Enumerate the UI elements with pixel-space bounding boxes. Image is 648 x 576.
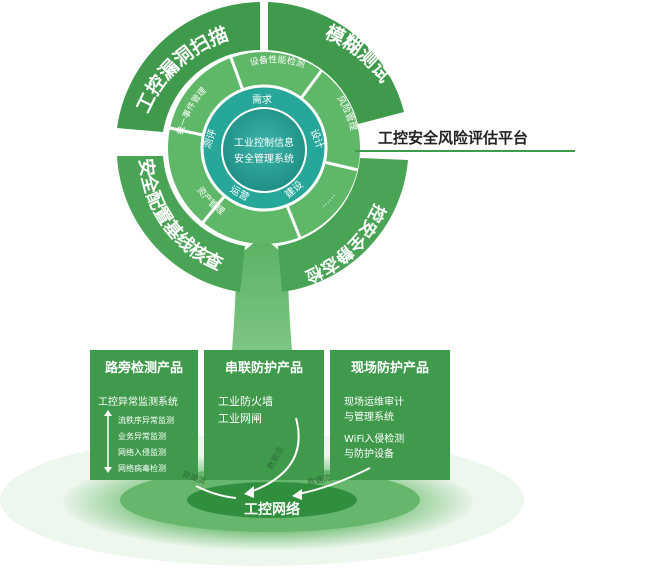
panel-field-item-3: 与防护设备 <box>344 447 394 460</box>
panel-bypass-arrow-down <box>104 467 112 473</box>
center-disc <box>221 107 307 193</box>
center-line-1: 工业控制信息 <box>234 136 294 149</box>
flow-arrowhead-field <box>292 489 302 500</box>
flow-arrowhead-inline <box>244 486 254 498</box>
arc-vuln-scan[interactable] <box>117 2 260 132</box>
panel-inline-title: 串联防护产品 <box>225 360 303 376</box>
flow-arrow-inline <box>249 417 300 493</box>
panel-inline-item-1: 工业网闸 <box>218 412 262 425</box>
flow-arrow-field <box>297 467 371 495</box>
panel-inline-item-0: 工业防火墙 <box>218 394 273 408</box>
panel-bypass-arrow-up <box>104 410 112 416</box>
panel-bypass-item-2: 业务异常监测 <box>118 431 166 441</box>
panel-field-item-2: WiFi入侵检测 <box>344 432 404 445</box>
arc-static-check[interactable] <box>278 158 408 292</box>
panel-field-title: 现场防护产品 <box>351 360 429 376</box>
inner-label-top: 需求 <box>252 94 272 106</box>
network-label: 工控网络 <box>244 501 300 518</box>
middle-label-top: 设备性能检测 <box>249 53 306 70</box>
panel-inline-bg <box>204 350 324 480</box>
panel-inline: 串联防护产品 工业防火墙 工业网闸 <box>204 350 324 480</box>
arc-fuzz-test[interactable] <box>268 2 404 124</box>
panel-bypass-title: 路旁检测产品 <box>105 360 183 376</box>
panel-field-item-0: 现场运维审计 <box>344 395 404 408</box>
panel-bypass-item-0: 工控异常监测系统 <box>98 395 178 408</box>
flow-arrow-bypass <box>195 485 237 499</box>
flow-arrows <box>195 417 371 500</box>
platform-label: 工控安全风险评估平台 <box>378 129 528 147</box>
panel-bypass-item-3: 网络入侵监测 <box>118 447 166 457</box>
panel-field-bg <box>330 350 450 480</box>
outer-ring <box>117 2 408 292</box>
panel-bypass-item-4: 网络病毒检测 <box>118 463 166 473</box>
panel-bypass: 路旁检测产品 工控异常监测系统 流秩序异常监测 业务异常监测 网络入侵监测 网络… <box>90 350 198 480</box>
flow-label-field: 数据流 <box>306 472 332 487</box>
panel-field: 现场防护产品 现场运维审计 与管理系统 WiFi入侵检测 与防护设备 <box>330 350 450 480</box>
panel-bypass-item-1: 流秩序异常监测 <box>118 415 174 425</box>
center-line-2: 安全管理系统 <box>234 152 294 165</box>
panel-field-item-1: 与管理系统 <box>344 410 394 423</box>
arc-baseline-check[interactable] <box>117 156 245 292</box>
